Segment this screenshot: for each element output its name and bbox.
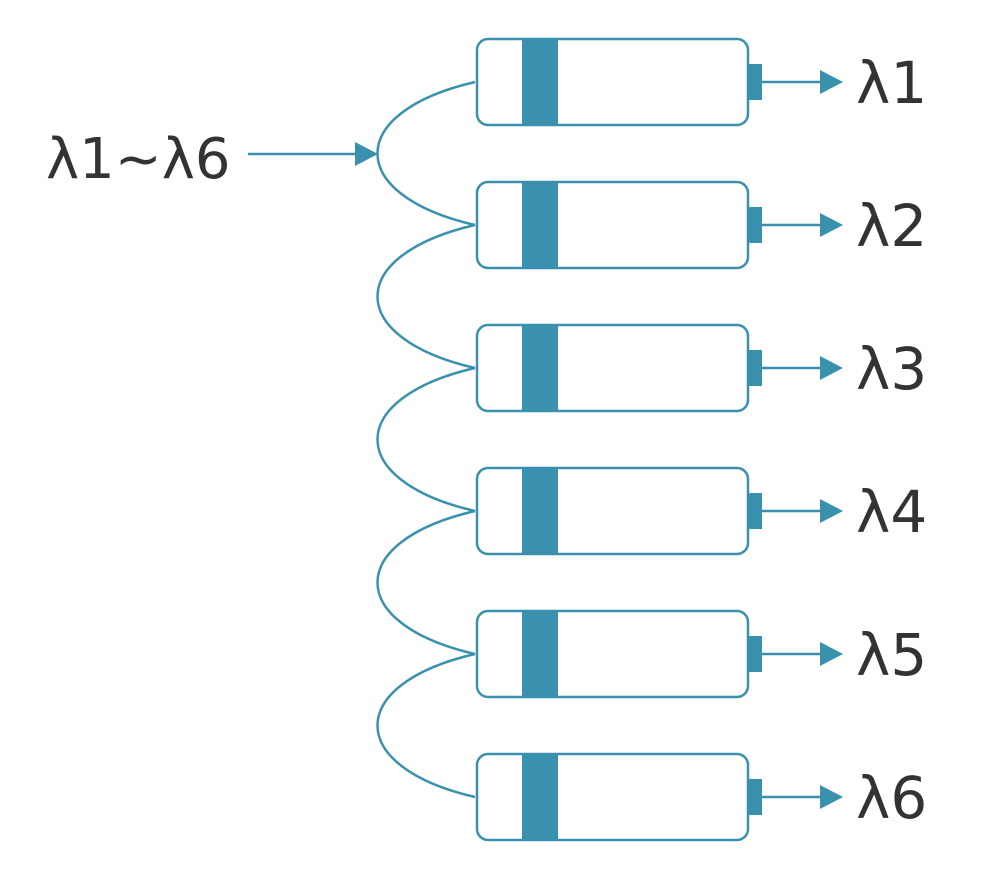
filter-band bbox=[522, 612, 558, 696]
fiber-loop bbox=[376, 223, 476, 370]
filter-band bbox=[522, 183, 558, 267]
module-body bbox=[475, 180, 750, 270]
output-label: λ2 bbox=[856, 192, 927, 260]
fiber-loop bbox=[376, 509, 476, 656]
output-arrowhead-icon bbox=[820, 642, 843, 666]
filter-module: λ2 bbox=[475, 180, 927, 270]
filter-module: λ6 bbox=[475, 752, 927, 842]
filter-modules: λ1 λ2 λ3 λ4 λ5 λ6 bbox=[475, 37, 927, 842]
filter-band bbox=[522, 40, 558, 124]
output-arrowhead-icon bbox=[820, 785, 843, 809]
filter-module: λ1 bbox=[475, 37, 927, 127]
output-arrowhead-icon bbox=[820, 70, 843, 94]
output-port bbox=[748, 350, 762, 386]
output-arrowhead-icon bbox=[820, 356, 843, 380]
output-label: λ1 bbox=[856, 49, 927, 117]
fiber-path bbox=[376, 80, 476, 799]
input-label: λ1~λ6 bbox=[46, 127, 230, 192]
fiber-loop bbox=[376, 652, 476, 799]
output-port bbox=[748, 64, 762, 100]
filter-module: λ5 bbox=[475, 609, 927, 699]
filter-module: λ4 bbox=[475, 466, 927, 556]
fiber-loop bbox=[376, 366, 476, 513]
input-group: λ1~λ6 bbox=[46, 127, 378, 192]
output-label: λ4 bbox=[856, 478, 927, 546]
filter-band bbox=[522, 326, 558, 410]
output-port bbox=[748, 207, 762, 243]
fiber-loop bbox=[376, 80, 476, 227]
output-port bbox=[748, 636, 762, 672]
filter-band bbox=[522, 755, 558, 839]
output-arrowhead-icon bbox=[820, 499, 843, 523]
output-label: λ5 bbox=[856, 621, 927, 689]
module-body bbox=[475, 752, 750, 842]
output-label: λ3 bbox=[856, 335, 927, 403]
module-body bbox=[475, 609, 750, 699]
output-label: λ6 bbox=[856, 764, 927, 832]
module-body bbox=[475, 37, 750, 127]
output-port bbox=[748, 493, 762, 529]
input-arrowhead-icon bbox=[355, 142, 378, 166]
filter-module: λ3 bbox=[475, 323, 927, 413]
module-body bbox=[475, 466, 750, 556]
filter-band bbox=[522, 469, 558, 553]
output-port bbox=[748, 779, 762, 815]
output-arrowhead-icon bbox=[820, 213, 843, 237]
module-body bbox=[475, 323, 750, 413]
